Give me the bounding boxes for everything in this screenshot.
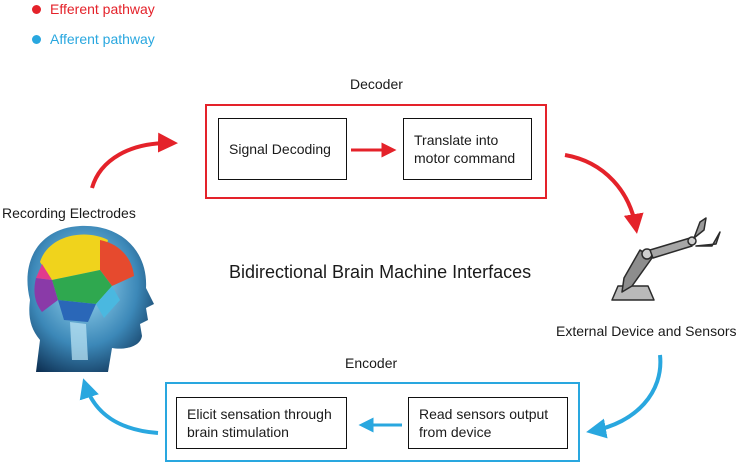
afferent-arrow-up bbox=[79, 378, 159, 435]
robotic-arm-icon bbox=[611, 217, 721, 301]
legend-efferent: Efferent pathway bbox=[32, 1, 155, 17]
afferent-dot bbox=[32, 34, 41, 44]
translate-motor-box: Translate into motor command bbox=[403, 118, 532, 180]
afferent-label: Afferent pathway bbox=[50, 31, 155, 47]
diagram-title: Bidirectional Brain Machine Interfaces bbox=[229, 262, 532, 282]
efferent-dot bbox=[32, 4, 41, 14]
signal-decoding-box: Signal Decoding bbox=[218, 118, 347, 180]
legend-afferent: Afferent pathway bbox=[32, 31, 155, 47]
read-sensors-box: Read sensors output from device bbox=[408, 397, 568, 449]
elicit-sensation-box: Elicit sensation through brain stimulati… bbox=[176, 397, 347, 449]
decoder-label: Decoder bbox=[350, 76, 403, 92]
efferent-arrow-up bbox=[90, 132, 178, 189]
external-device-label: External Device and Sensors bbox=[556, 323, 737, 339]
decoder-frame bbox=[205, 104, 547, 199]
head-brain-icon bbox=[27, 225, 154, 372]
afferent-arrow-device bbox=[586, 354, 663, 439]
encoder-label: Encoder bbox=[345, 355, 398, 371]
efferent-label: Efferent pathway bbox=[50, 1, 155, 17]
encoder-frame bbox=[165, 382, 580, 462]
recording-electrodes-label: Recording Electrodes bbox=[2, 205, 136, 221]
efferent-arrow-down bbox=[564, 153, 644, 234]
